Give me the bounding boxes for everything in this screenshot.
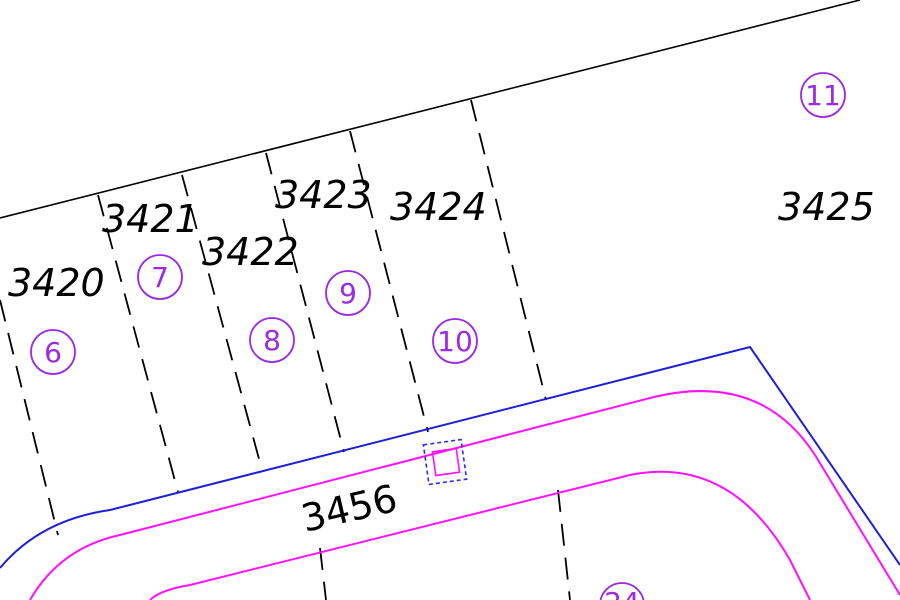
marker-24-label: 24 [604,586,640,600]
marker-9: 9 [325,270,371,316]
division-line-3421-3422 [181,174,263,471]
road-edge-line [0,345,900,569]
parcel-3420-label: 3420 [8,261,105,305]
marker-11: 11 [800,72,846,118]
marker-10-circle [432,318,478,364]
marker-6-label: 6 [44,336,62,369]
road-curb-inner [149,470,811,600]
marker-11-label: 11 [805,79,841,112]
marker-9-circle [325,270,371,316]
parcel-3424-label: 3424 [390,185,487,229]
marker-6-circle [30,329,76,375]
division-line-3424-3425 [470,99,547,401]
parcel-3422-label: 3422 [202,230,299,274]
marker-11-circle [800,72,846,118]
division-line-3423-3424 [349,130,429,433]
road-curb-outer [29,390,900,600]
division-line-3420-3421 [97,194,179,493]
marker-7-label: 7 [151,261,169,294]
marker-8: 8 [249,317,295,363]
marker-10: 10 [432,318,478,364]
marker-8-label: 8 [263,324,281,357]
top-boundary-line [0,0,861,219]
street-division-line-right [557,489,571,600]
parcel-3421-label: 3421 [102,197,199,241]
division-line-3422-3423 [265,152,345,453]
marker-24-circle [599,582,645,600]
marker-7-circle [137,254,183,300]
survey-box-outer [422,438,468,486]
marker-9-label: 9 [339,277,357,310]
marker-6: 6 [30,329,76,375]
parcel-division-lines [0,99,571,600]
street-division-line-left [319,547,327,600]
parcel-3423-label: 3423 [275,173,372,217]
survey-box-inner [431,447,461,477]
marker-10-label: 10 [437,325,473,358]
marker-8-circle [249,317,295,363]
marker-24: 24 [599,582,645,600]
division-line-left [0,299,59,536]
marker-7: 7 [137,254,183,300]
parcel-3425-label: 3425 [778,185,875,229]
